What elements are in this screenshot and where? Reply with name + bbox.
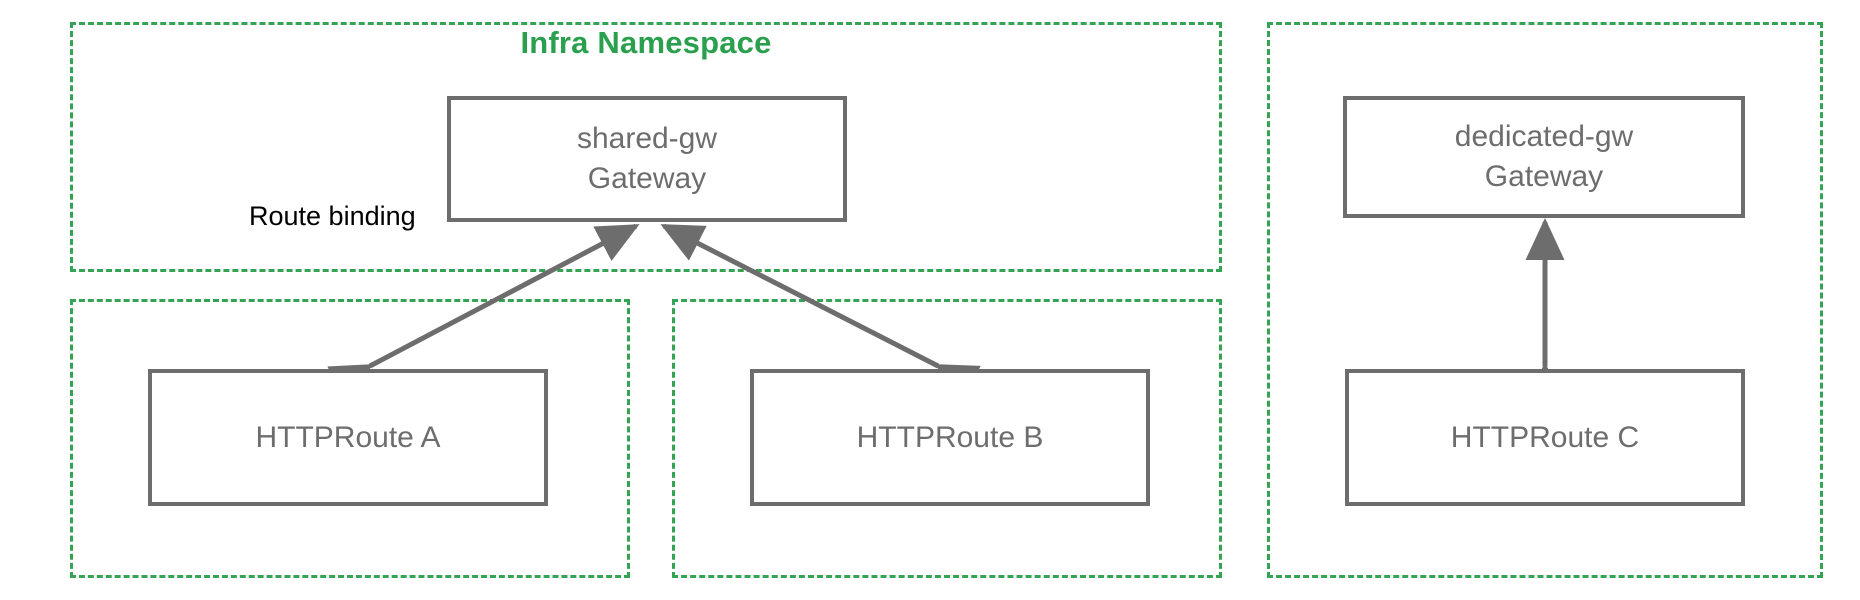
node-shared-gw-gateway[interactable]: shared-gw Gateway: [447, 96, 847, 222]
node-httproute-a[interactable]: HTTPRoute A: [148, 369, 548, 506]
namespace-label-infra: Infra Namespace: [520, 25, 772, 60]
node-httproute-b[interactable]: HTTPRoute B: [750, 369, 1150, 506]
edge-label-route-binding: Route binding: [249, 201, 416, 231]
node-httproute-a-label: HTTPRoute A: [255, 420, 441, 454]
node-httproute-b-label: HTTPRoute B: [856, 420, 1044, 454]
node-dedicated-gw-line2: Gateway: [1484, 160, 1604, 193]
node-httproute-c[interactable]: HTTPRoute C: [1345, 369, 1745, 506]
node-shared-gw-line1: shared-gw: [576, 122, 718, 156]
namespace-box-infra: [70, 22, 1222, 272]
node-httproute-c-label: HTTPRoute C: [1450, 420, 1640, 454]
node-dedicated-gw-gateway[interactable]: dedicated-gw Gateway: [1343, 96, 1745, 218]
namespace-box-c: [1267, 22, 1823, 578]
node-dedicated-gw-line1: dedicated-gw: [1454, 120, 1634, 154]
node-shared-gw-line2: Gateway: [587, 162, 707, 195]
